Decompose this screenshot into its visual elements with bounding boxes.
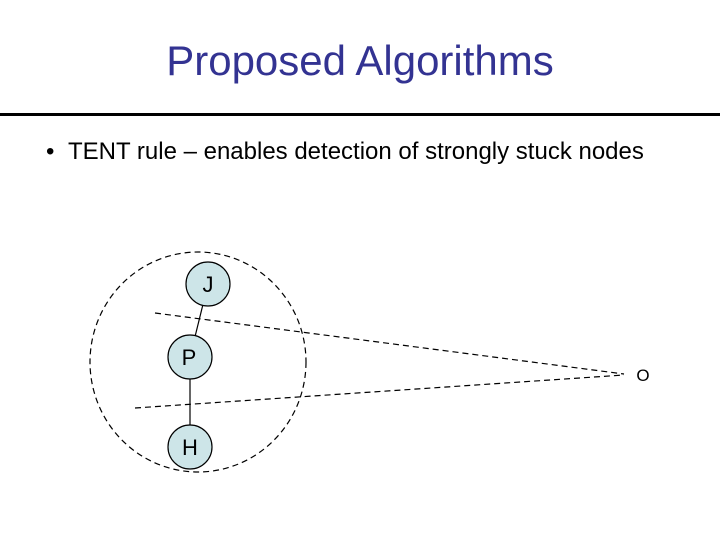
external-point-label: O bbox=[636, 366, 649, 385]
node-h-label: H bbox=[182, 435, 198, 460]
node-h-circle bbox=[167, 424, 213, 470]
cluster-boundary-circle bbox=[89, 251, 307, 473]
title-divider bbox=[0, 113, 720, 116]
page-title: Proposed Algorithms bbox=[166, 37, 554, 84]
tent-upper-dashed-line bbox=[154, 312, 625, 375]
bullet-marker-icon: • bbox=[46, 138, 55, 165]
bullet-item: • TENT rule – enables detection of stron… bbox=[46, 134, 671, 169]
node-j-circle bbox=[185, 261, 231, 307]
node-p-circle bbox=[167, 334, 213, 380]
node-p-label: P bbox=[182, 345, 197, 370]
node-j-label: J bbox=[203, 272, 214, 297]
bullet-text: TENT rule – enables detection of strongl… bbox=[68, 138, 644, 165]
tent-lower-dashed-line bbox=[134, 374, 625, 409]
